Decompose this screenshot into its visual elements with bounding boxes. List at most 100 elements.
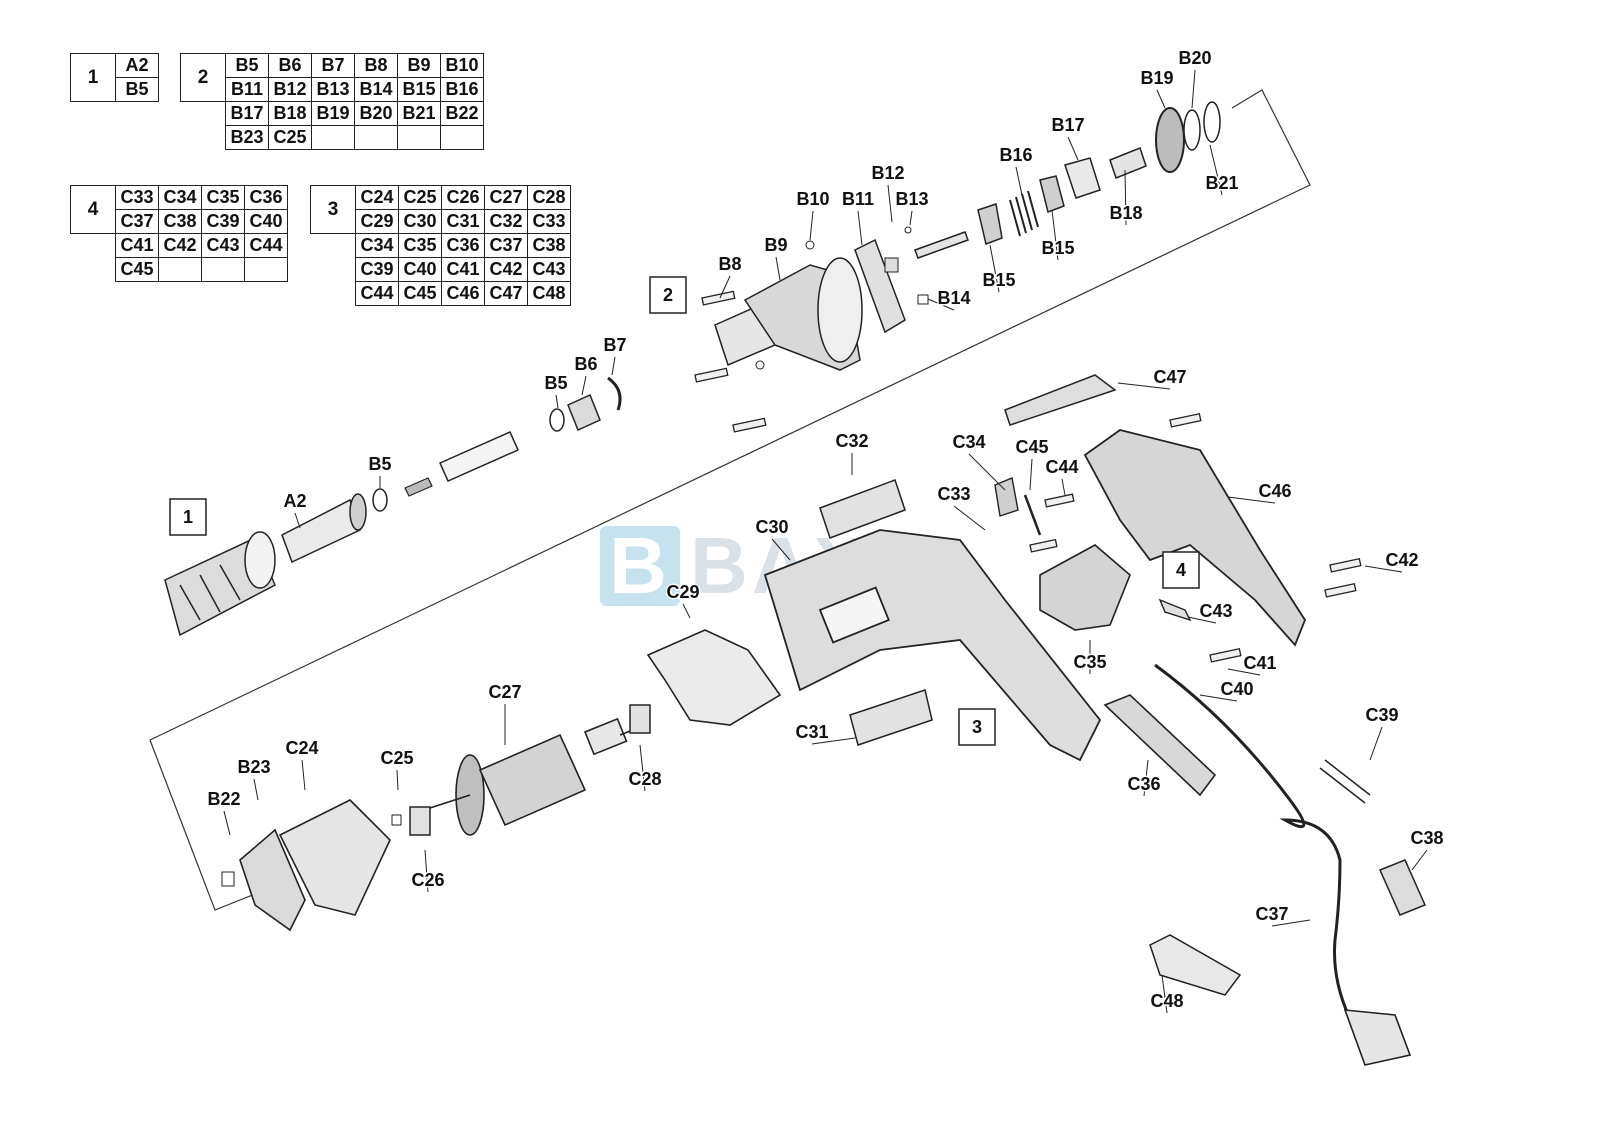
part-label[interactable]: B16	[998, 144, 1034, 167]
part-label[interactable]: C45	[1014, 436, 1050, 459]
bushing-part	[221, 871, 235, 887]
cable-connector-part	[1319, 759, 1371, 804]
part-ref-cell[interactable]: B10	[440, 53, 484, 78]
part-label[interactable]: B15	[1040, 237, 1076, 260]
part-label[interactable]: C28	[627, 768, 663, 791]
part-label[interactable]: C30	[754, 516, 790, 539]
fan-baffle-part	[278, 799, 391, 916]
part-ref-cell[interactable]: C38	[158, 209, 202, 234]
part-ref-cell[interactable]: C34	[355, 233, 399, 258]
key-part	[917, 294, 929, 305]
part-label[interactable]: B12	[870, 162, 906, 185]
part-label[interactable]: C34	[951, 431, 987, 454]
part-ref-cell[interactable]: C28	[527, 185, 571, 210]
part-ref-cell[interactable]: C34	[158, 185, 202, 210]
part-ref-cell[interactable]: B15	[397, 77, 441, 102]
part-ref-cell[interactable]: C33	[527, 209, 571, 234]
part-ref-cell[interactable]: C39	[201, 209, 245, 234]
part-ref-cell[interactable]	[397, 125, 441, 150]
part-ref-cell[interactable]: B17	[225, 101, 269, 126]
part-ref-cell[interactable]: C41	[115, 233, 159, 258]
part-label[interactable]: C24	[284, 737, 320, 760]
part-ref-cell[interactable]: C46	[441, 281, 485, 306]
part-label[interactable]: B11	[840, 188, 875, 211]
part-label[interactable]: C33	[936, 483, 972, 506]
part-ref-cell[interactable]: C40	[244, 209, 288, 234]
part-ref-cell[interactable]: C31	[441, 209, 485, 234]
part-ref-cell[interactable]: C42	[158, 233, 202, 258]
part-label[interactable]: B14	[936, 287, 972, 310]
part-ref-cell[interactable]: B8	[354, 53, 398, 78]
part-label[interactable]: A2	[282, 490, 308, 513]
part-ref-cell[interactable]	[440, 125, 484, 150]
part-ref-cell[interactable]: B6	[268, 53, 312, 78]
part-ref-cell[interactable]: C44	[244, 233, 288, 258]
part-ref-cell[interactable]: C45	[115, 257, 159, 282]
part-ref-cell[interactable]: B5	[115, 77, 159, 102]
part-label[interactable]: C39	[1364, 704, 1400, 727]
part-label[interactable]: C42	[1384, 549, 1420, 572]
part-ref-cell[interactable]: C45	[398, 281, 442, 306]
part-label[interactable]: B19	[1139, 67, 1175, 90]
part-label[interactable]: B5	[367, 453, 393, 476]
part-label[interactable]: C48	[1149, 990, 1185, 1013]
part-label[interactable]: C31	[794, 721, 830, 744]
part-ref-cell[interactable]: B7	[311, 53, 355, 78]
part-ref-cell[interactable]: C25	[268, 125, 312, 150]
part-label[interactable]: C29	[665, 581, 701, 604]
callout-leader	[1061, 478, 1066, 496]
part-ref-cell[interactable]	[244, 257, 288, 282]
part-label[interactable]: B7	[602, 334, 628, 357]
part-label[interactable]: B22	[206, 788, 242, 811]
part-label[interactable]: B10	[795, 188, 831, 211]
part-ref-cell[interactable]: C37	[115, 209, 159, 234]
callout-leader	[719, 275, 731, 299]
part-label[interactable]: C44	[1044, 456, 1080, 479]
part-label[interactable]: C40	[1219, 678, 1255, 701]
cable-tie-part	[1149, 934, 1242, 996]
part-label[interactable]: C46	[1257, 480, 1293, 503]
part-ref-cell[interactable]: B11	[225, 77, 269, 102]
part-ref-cell[interactable]: C48	[527, 281, 571, 306]
part-ref-cell[interactable]	[158, 257, 202, 282]
part-ref-cell[interactable]: C43	[201, 233, 245, 258]
part-label[interactable]: C27	[487, 681, 523, 704]
part-ref-cell[interactable]: C38	[527, 233, 571, 258]
part-label[interactable]: C35	[1072, 651, 1108, 674]
part-label[interactable]: B13	[894, 188, 930, 211]
part-label[interactable]: B6	[573, 353, 599, 376]
part-label[interactable]: B17	[1050, 114, 1086, 137]
part-ref-cell[interactable]: C47	[484, 281, 528, 306]
part-label[interactable]: C43	[1198, 600, 1234, 623]
part-label[interactable]: C25	[379, 747, 415, 770]
circlip-part	[607, 376, 622, 411]
part-label[interactable]: C37	[1254, 903, 1290, 926]
part-ref-cell[interactable]: B23	[225, 125, 269, 150]
part-label[interactable]: B18	[1108, 202, 1144, 225]
part-ref-cell[interactable]: C26	[441, 185, 485, 210]
part-label[interactable]: B20	[1177, 47, 1213, 70]
part-ref-cell[interactable]: C25	[398, 185, 442, 210]
part-ref-cell[interactable]: C33	[115, 185, 159, 210]
part-ref-cell[interactable]: C30	[398, 209, 442, 234]
part-ref-cell[interactable]: C43	[527, 257, 571, 282]
part-label[interactable]: C41	[1242, 652, 1278, 675]
part-label[interactable]: C36	[1126, 773, 1162, 796]
part-ref-cell[interactable]: B14	[354, 77, 398, 102]
part-label[interactable]: B21	[1204, 172, 1240, 195]
part-label[interactable]: C26	[410, 869, 446, 892]
part-label[interactable]: B8	[717, 253, 743, 276]
part-ref-cell[interactable]: C32	[484, 209, 528, 234]
part-label[interactable]: C47	[1152, 366, 1188, 389]
part-ref-cell[interactable]: B22	[440, 101, 484, 126]
part-label[interactable]: B5	[543, 372, 569, 395]
part-label[interactable]: B9	[763, 234, 789, 257]
part-ref-cell[interactable]: B18	[268, 101, 312, 126]
part-label[interactable]: C38	[1409, 827, 1445, 850]
part-label[interactable]: C32	[834, 430, 870, 453]
part-ref-cell[interactable]: B21	[397, 101, 441, 126]
part-label[interactable]: B15	[981, 269, 1017, 292]
part-label[interactable]: B23	[236, 756, 272, 779]
callout-leader	[581, 375, 587, 396]
